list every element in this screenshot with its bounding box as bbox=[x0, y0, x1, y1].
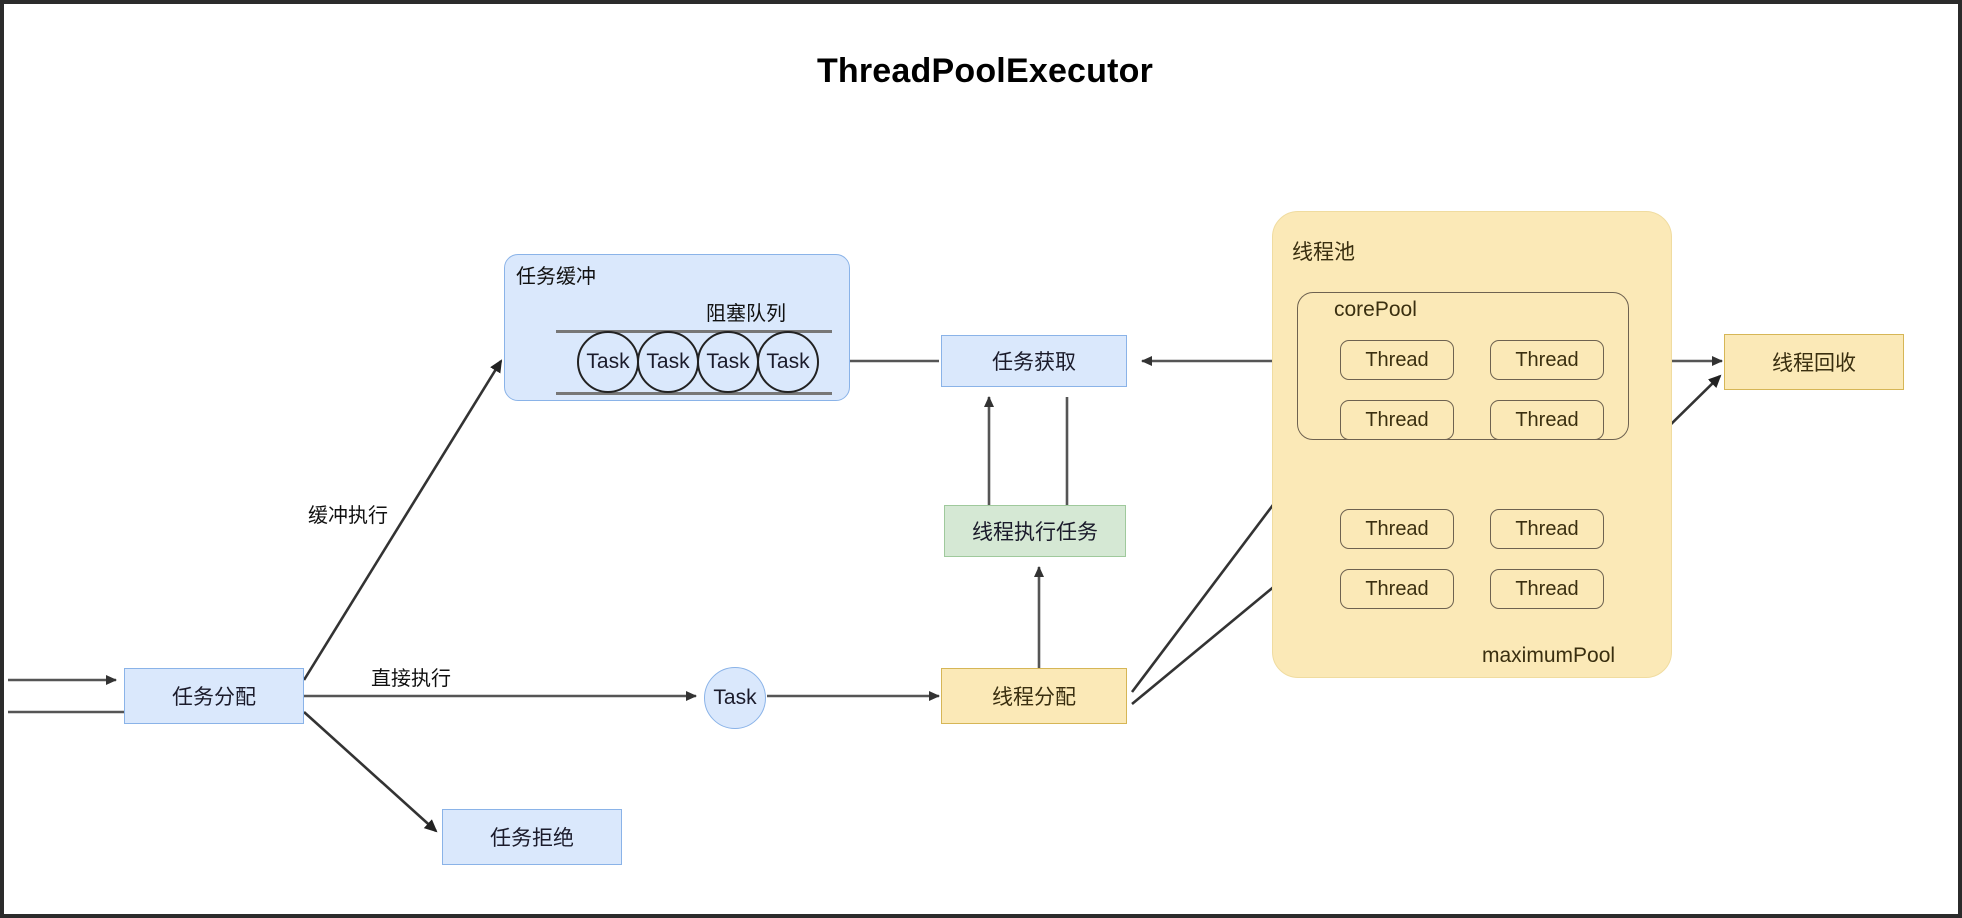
maximum-pool-label: maximumPool bbox=[1482, 644, 1616, 667]
maximum-pool-thread-1[interactable]: Thread bbox=[1490, 509, 1604, 549]
maximum-pool-thread-3[interactable]: Thread bbox=[1490, 569, 1604, 609]
task-buffer-label: 任务缓冲 bbox=[516, 266, 596, 288]
task-fetch-node[interactable]: 任务获取 bbox=[941, 335, 1127, 387]
core-pool-thread-0[interactable]: Thread bbox=[1340, 340, 1454, 380]
edge-label-buffer-exec: 缓冲执行 bbox=[304, 499, 392, 528]
core-pool-thread-2[interactable]: Thread bbox=[1340, 400, 1454, 440]
queue-rail-top bbox=[556, 330, 832, 333]
core-pool-thread-1[interactable]: Thread bbox=[1490, 340, 1604, 380]
blocking-queue-label: 阻塞队列 bbox=[706, 303, 786, 325]
core-pool-container bbox=[1297, 292, 1629, 440]
page-title: ThreadPoolExecutor bbox=[816, 52, 1154, 90]
thread-recycle-node[interactable]: 线程回收 bbox=[1724, 334, 1904, 390]
thread-pool-container bbox=[1272, 211, 1672, 678]
queue-task-3[interactable]: Task bbox=[757, 331, 819, 393]
task-circle-node[interactable]: Task bbox=[704, 667, 766, 729]
core-pool-thread-3[interactable]: Thread bbox=[1490, 400, 1604, 440]
edge-label-direct-exec: 直接执行 bbox=[367, 662, 455, 691]
maximum-pool-thread-2[interactable]: Thread bbox=[1340, 569, 1454, 609]
task-dispatch-node[interactable]: 任务分配 bbox=[124, 668, 304, 724]
queue-task-0[interactable]: Task bbox=[577, 331, 639, 393]
core-pool-label: corePool bbox=[1334, 298, 1417, 321]
thread-pool-label: 线程池 bbox=[1292, 241, 1355, 264]
queue-rail-bottom bbox=[556, 392, 832, 395]
queue-task-1[interactable]: Task bbox=[637, 331, 699, 393]
task-reject-node[interactable]: 任务拒绝 bbox=[442, 809, 622, 865]
thread-dispatch-node[interactable]: 线程分配 bbox=[941, 668, 1127, 724]
queue-task-2[interactable]: Task bbox=[697, 331, 759, 393]
thread-exec-task-node[interactable]: 线程执行任务 bbox=[944, 505, 1126, 557]
maximum-pool-thread-0[interactable]: Thread bbox=[1340, 509, 1454, 549]
